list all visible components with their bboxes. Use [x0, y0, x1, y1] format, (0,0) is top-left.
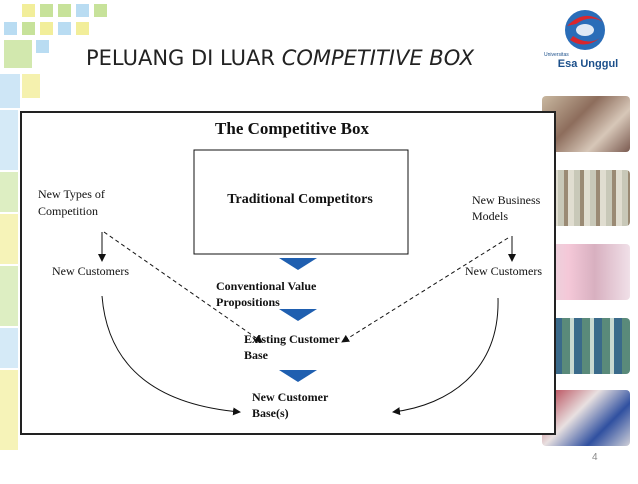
- slide-title: PELUANG DI LUAR COMPETITIVE BOX: [86, 46, 474, 70]
- existing-customer-line2: Base: [244, 348, 269, 362]
- step-arrow-3: [279, 370, 317, 382]
- slide-title-italic: COMPETITIVE BOX: [281, 46, 475, 70]
- traditional-competitors-label: Traditional Competitors: [227, 192, 373, 207]
- diagram-heading: The Competitive Box: [215, 119, 369, 138]
- conventional-value-line2: Propositions: [216, 295, 280, 309]
- store-photo-3: [542, 244, 630, 300]
- step-arrow-1: [279, 258, 317, 270]
- store-photo-5: [542, 390, 630, 446]
- store-photo-4: [542, 318, 630, 374]
- new-types-label-line2: Competition: [38, 204, 98, 218]
- left-new-customers-label: New Customers: [52, 264, 129, 278]
- existing-customer-line1: Existing Customer: [244, 332, 340, 346]
- conventional-value-line1: Conventional Value: [216, 279, 317, 293]
- right-new-customers-label: New Customers: [465, 264, 542, 278]
- decor-left-strip: [0, 110, 20, 479]
- new-customer-base-line1: New Customer: [252, 390, 329, 404]
- logo-university-label: Universitas: [544, 52, 569, 58]
- traditional-competitors-box: [193, 149, 409, 255]
- right-dashed-arrow: [341, 237, 509, 343]
- store-photo-2: [542, 170, 630, 226]
- new-business-label-line2: Models: [472, 209, 508, 223]
- page-number: 4: [592, 452, 598, 463]
- new-customer-base-line2: Base(s): [252, 406, 289, 420]
- slide-title-plain: PELUANG DI LUAR: [86, 46, 282, 70]
- right-curve-arrow: [392, 297, 499, 416]
- decor-squares: [0, 0, 120, 110]
- new-business-label-line1: New Business: [472, 193, 541, 207]
- logo-name: Esa Unggul: [557, 58, 619, 70]
- left-curve-arrow: [101, 295, 241, 416]
- university-logo: Universitas Esa Unggul: [540, 6, 630, 84]
- decor-left-strip-graphic: [0, 110, 18, 450]
- step-arrow-2: [279, 309, 317, 321]
- decor-squares-graphic: [0, 4, 107, 108]
- store-photo-1: [542, 96, 630, 152]
- logo-globe-icon: [565, 10, 605, 50]
- new-types-label-line1: New Types of: [38, 187, 105, 201]
